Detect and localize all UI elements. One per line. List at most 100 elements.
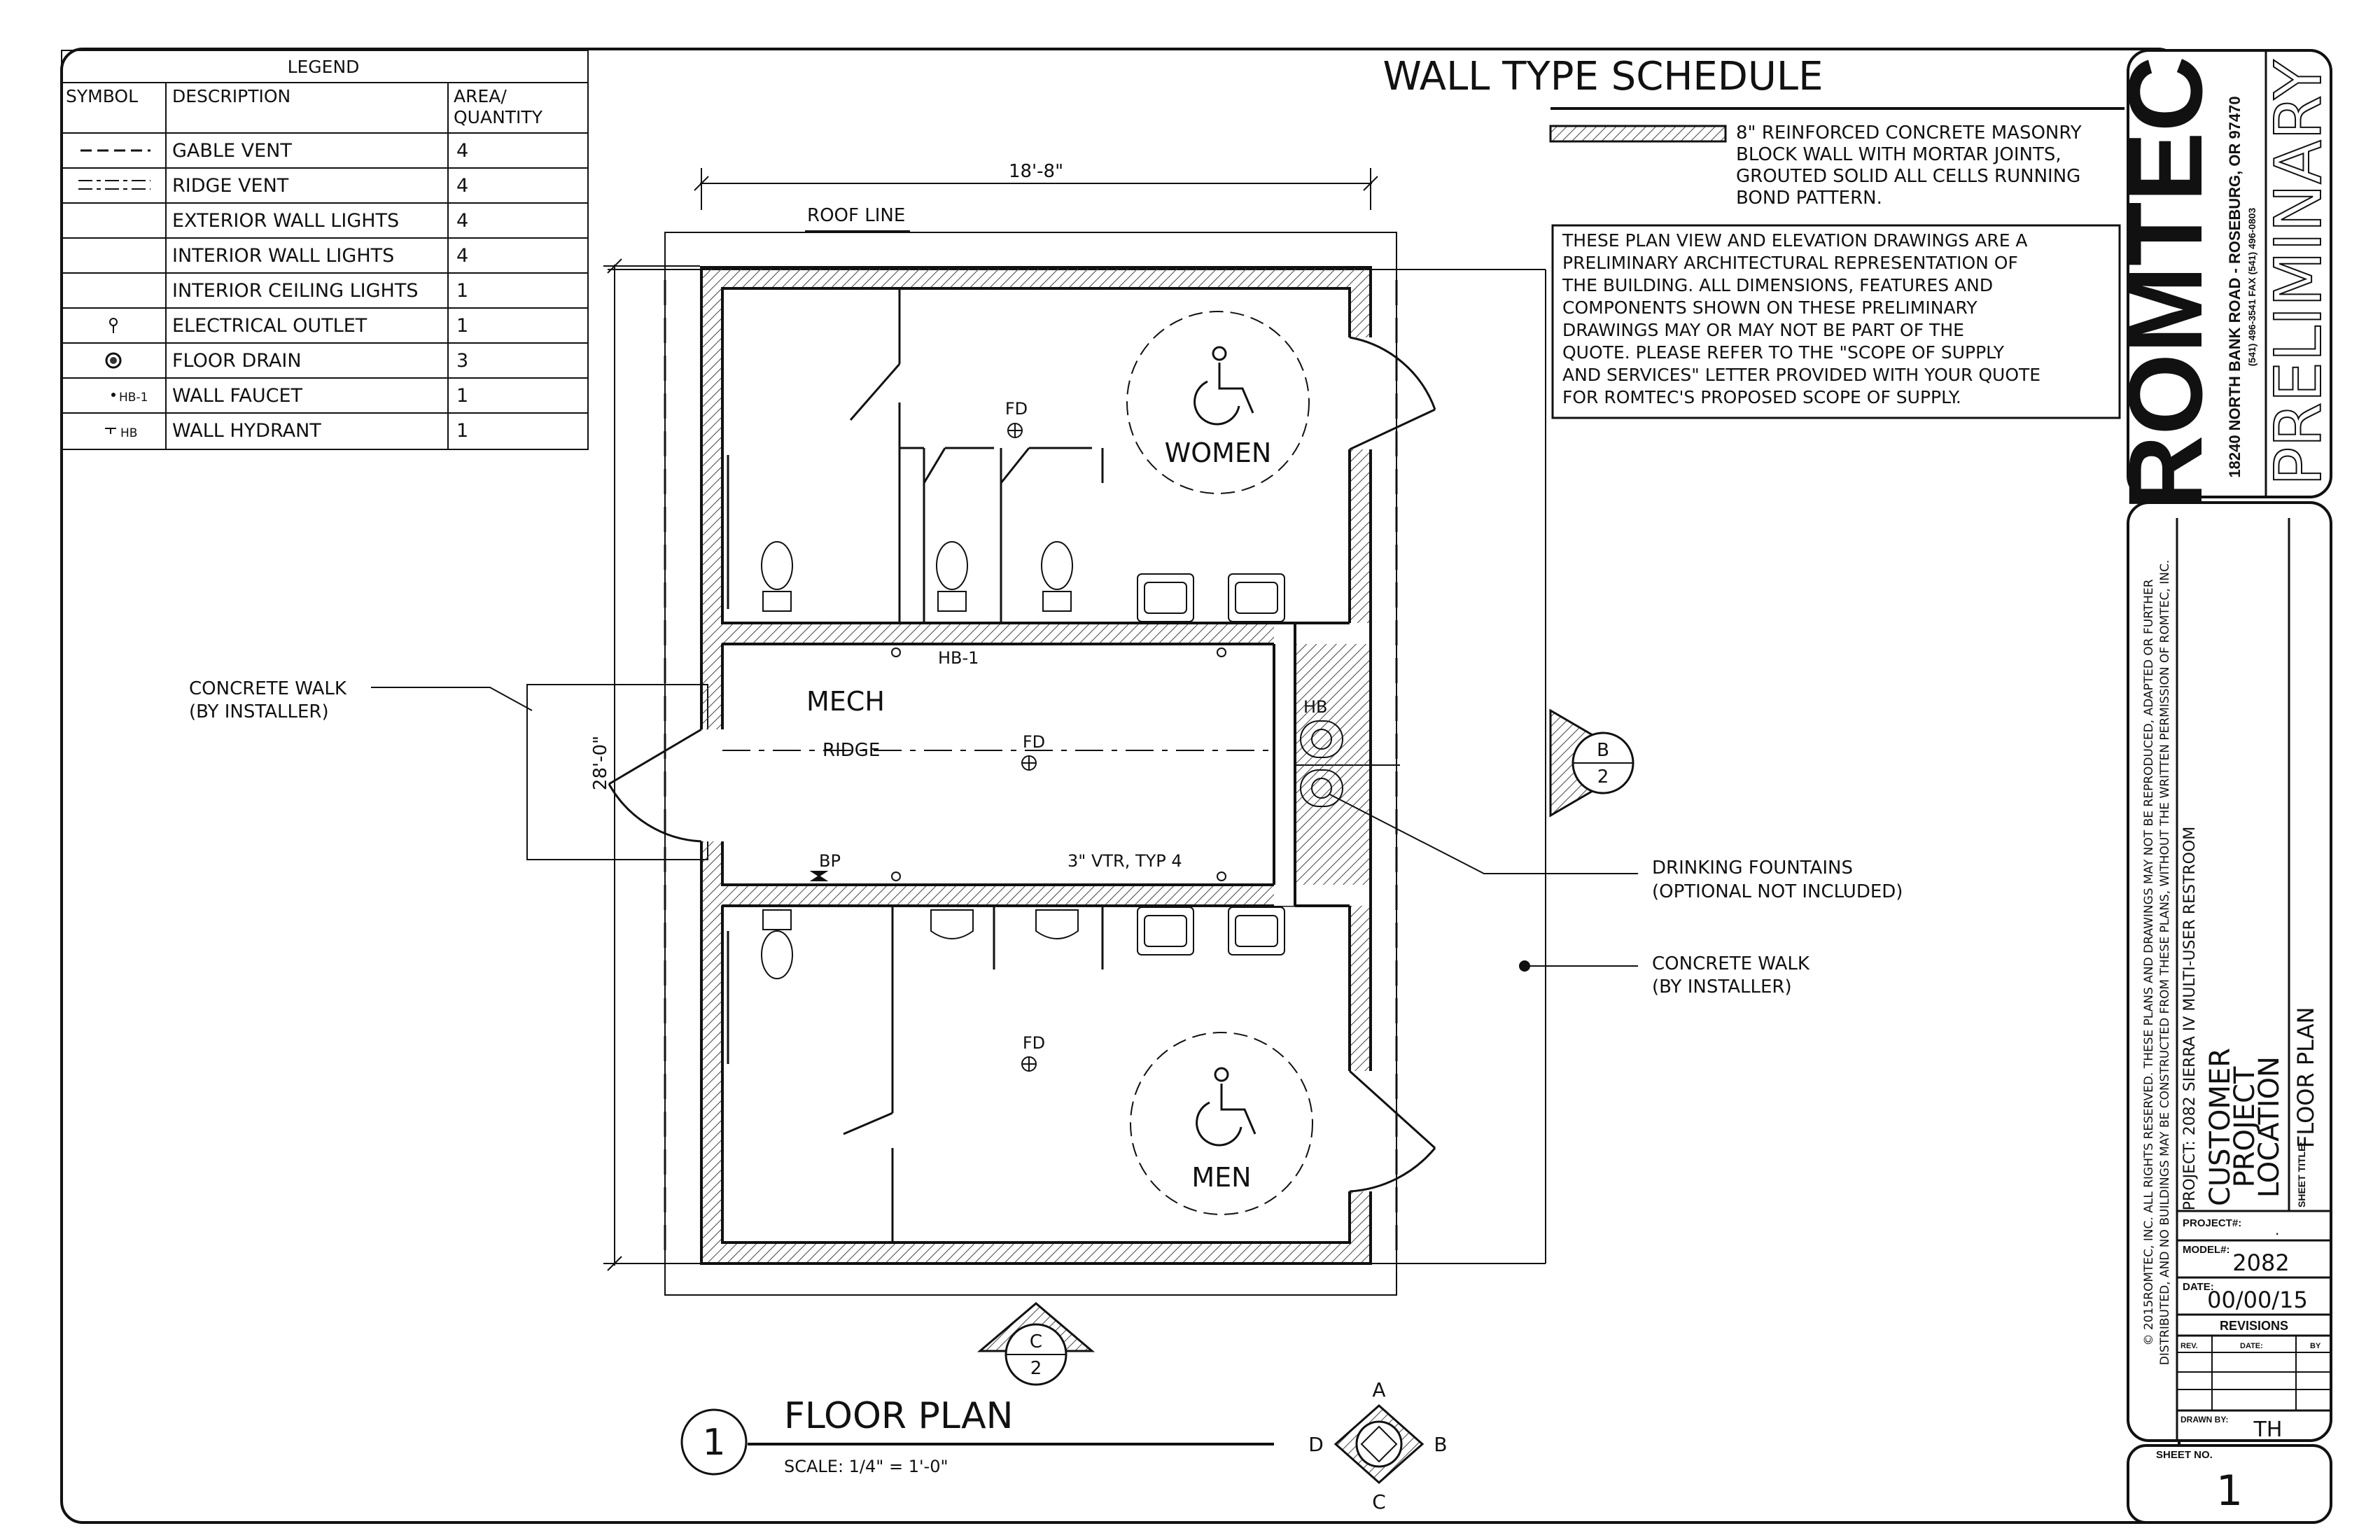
sheet-title-label: SHEET TITLE: (2296, 1142, 2307, 1208)
roof-line-label: ROOF LINE (807, 205, 905, 226)
wall-schedule-line-2: BLOCK WALL WITH MORTAR JOINTS, (1736, 144, 2062, 165)
section-marker-c-letter: C (1030, 1331, 1042, 1352)
legend-desc-wall-hydrant: WALL HYDRANT (172, 420, 321, 442)
legend-header-description: DESCRIPTION (172, 86, 290, 106)
revisions-label: REVISIONS (2220, 1319, 2288, 1333)
disclaimer-line-6: QUOTE. PLEASE REFER TO THE "SCOPE OF SUP… (1562, 342, 2005, 363)
accessible-symbol-icon (1194, 346, 1256, 1147)
wall-schedule-line-1: 8" REINFORCED CONCRETE MASONRY (1736, 122, 2082, 144)
compass-north: A (1372, 1378, 1385, 1401)
men-room-label: MEN (1191, 1162, 1251, 1193)
drawn-by-label: DRAWN BY: (2180, 1415, 2228, 1424)
women-stall-partitions (727, 288, 1104, 623)
company-phone: (541) 496-3541 FAX (541) 496-0803 (2246, 208, 2258, 367)
plan-number-circle (680, 1408, 748, 1476)
disclaimer-line-3: THE BUILDING. ALL DIMENSIONS, FEATURES A… (1562, 275, 1993, 295)
preliminary-stamp: PRELIMINARY (2261, 59, 2336, 486)
wall-type-swatch (1549, 125, 1727, 143)
backflow-preventer-icon (809, 871, 829, 881)
women-room-label: WOMEN (1165, 438, 1272, 468)
wall-schedule-title: WALL TYPE SCHEDULE (1382, 54, 1823, 99)
compass-west: D (1308, 1433, 1324, 1456)
title-block-grid (2176, 518, 2331, 1441)
legend-qty-floor-drain: 3 (456, 350, 468, 372)
title-block-box (2127, 501, 2332, 1442)
dimension-width (694, 168, 1378, 210)
legend-header-quantity: QUANTITY (454, 107, 543, 127)
sheet-no-label: SHEET NO. (2156, 1449, 2213, 1461)
compass-south: C (1372, 1490, 1386, 1513)
fountains-line-1: DRINKING FOUNTAINS (1652, 858, 1853, 878)
wall-hydrant-icon (105, 428, 116, 434)
legend-desc-gable-vent: GABLE VENT (172, 140, 292, 162)
plan-scale: SCALE: 1/4" = 1'-0" (784, 1457, 948, 1476)
walk-left-line-2: (BY INSTALLER) (189, 701, 329, 722)
floor-drain-icon (105, 352, 122, 369)
section-marker-b-sheet: 2 (1597, 766, 1609, 788)
walk-left-line-1: CONCRETE WALK (189, 678, 347, 699)
hb1-label: HB-1 (938, 648, 979, 668)
wall-outlines (700, 266, 1372, 1265)
drinking-fountain-icon (1300, 720, 1343, 807)
legend-header-symbol: SYMBOL (66, 86, 138, 106)
company-logo: ROMTEC (2106, 56, 2224, 511)
walk-right-line-1: CONCRETE WALK (1652, 953, 1810, 974)
disclaimer-line-4: COMPONENTS SHOWN ON THESE PRELIMINARY (1562, 298, 1977, 318)
rev-col-date: DATE: (2240, 1342, 2263, 1350)
section-marker-c-sheet: 2 (1030, 1358, 1042, 1379)
women-turning-circle (1126, 311, 1310, 494)
hb-label: HB (1303, 697, 1328, 717)
legend-table (61, 50, 589, 450)
legend-header-area: AREA/ (454, 86, 507, 106)
fd-label-women: FD (1005, 399, 1028, 419)
wall-hydrant-symbol-label: HB (120, 426, 137, 440)
disclaimer-line-5: DRAWINGS MAY OR MAY NOT BE PART OF THE (1562, 320, 1964, 340)
rev-col-rev: REV. (2180, 1342, 2198, 1350)
disclaimer-line-8: FOR ROMTEC'S PROPOSED SCOPE OF SUPPLY. (1562, 387, 1961, 407)
company-address: 18240 NORTH BANK ROAD - ROSEBURG, OR 974… (2226, 96, 2244, 477)
copyright-line-1: © 2015ROMTEC, INC. ALL RIGHTS RESERVED. … (2142, 579, 2156, 1345)
dimension-height (603, 258, 700, 1271)
wall-faucet-icon (111, 393, 115, 397)
compass-icon (1334, 1404, 1424, 1485)
drawn-by-value: TH (2253, 1418, 2283, 1442)
fd-label-mech: FD (1023, 732, 1045, 752)
project-no-label: PROJECT#: (2183, 1217, 2241, 1229)
section-marker-b (1549, 708, 1634, 818)
sink-icon (1137, 573, 1285, 955)
stamp-box (2127, 49, 2332, 498)
section-marker-b-letter: B (1597, 740, 1609, 761)
sheet-no-value: 1 (2216, 1466, 2243, 1516)
vtr-vent-icon (891, 648, 1226, 881)
gable-vent-marks (664, 280, 1398, 1260)
legend-qty-gable-vent: 4 (456, 140, 468, 162)
date-value: 00/00/15 (2207, 1287, 2308, 1313)
wall-schedule-line-4: BOND PATTERN. (1736, 188, 1882, 209)
disclaimer-line-7: AND SERVICES" LETTER PROVIDED WITH YOUR … (1562, 365, 2040, 385)
date-label: DATE: (2183, 1281, 2214, 1293)
legend-desc-interior-wall-lights: INTERIOR WALL LIGHTS (172, 245, 394, 267)
compass-east: B (1434, 1433, 1447, 1456)
ridge-vent-symbol (78, 180, 150, 190)
copyright-line-2: DISTRIBUTED, AND NO BUILDINGS MAY BE CON… (2158, 560, 2172, 1365)
men-stall-partitions (727, 906, 1104, 1242)
legend-desc-floor-drain: FLOOR DRAIN (172, 350, 302, 372)
legend-title: LEGEND (288, 57, 360, 77)
floor-drain-icon (1007, 423, 1037, 1072)
legend-qty-interior-wall-lights: 4 (456, 245, 468, 267)
disclaimer-box (1551, 224, 2121, 419)
bp-label: BP (819, 851, 841, 871)
wall-faucet-symbol-label: HB-1 (119, 391, 148, 405)
walk-right-line-2: (BY INSTALLER) (1652, 976, 1792, 997)
location-line: LOCATION (2253, 1056, 2286, 1198)
project-label: PROJECT: 2082 SIERRA IV MULTI-USER RESTR… (2181, 827, 2199, 1211)
legend-qty-ceiling-lights: 1 (456, 280, 468, 302)
toilet-icon (761, 541, 1073, 979)
legend-qty-exterior-lights: 4 (456, 210, 468, 232)
urinal-icon (930, 909, 1079, 939)
plan-title: FLOOR PLAN (784, 1395, 1014, 1437)
walk-leader-dot (1519, 960, 1530, 972)
rev-col-by: BY (2310, 1342, 2321, 1350)
legend-desc-ridge-vent: RIDGE VENT (172, 175, 289, 197)
